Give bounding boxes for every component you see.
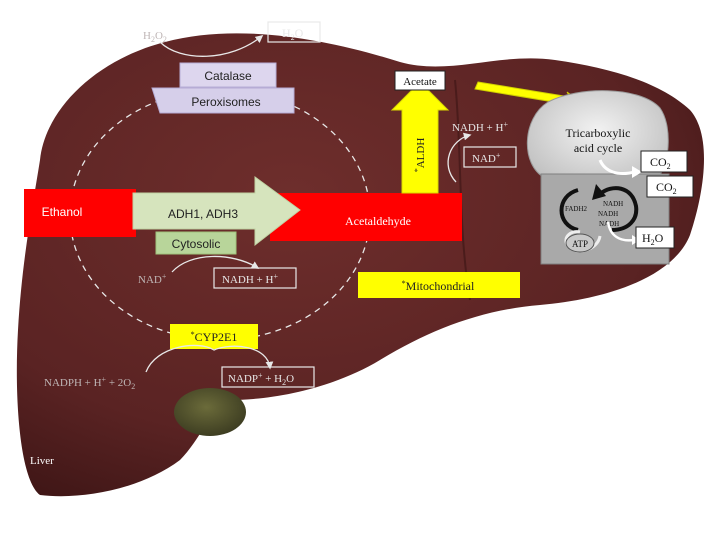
- acetaldehyde-band: [270, 193, 462, 241]
- cyp2e1-box: [170, 324, 258, 349]
- co2-label-1: CO2: [650, 155, 671, 171]
- catalase-box: [179, 62, 277, 88]
- h2o2-label: H2O2: [143, 30, 167, 44]
- nadph-label: NADPH + H+ + 2O2: [44, 375, 135, 391]
- co2-arrow-1-head: [632, 166, 642, 178]
- aldh-cofactor-arrow: [447, 132, 472, 183]
- liver-label: Liver: [30, 455, 54, 467]
- aldh-arrow: [390, 81, 450, 194]
- etc-cycle-head: [592, 184, 606, 200]
- atp-ellipse: [565, 233, 595, 253]
- etc-cycle-right: [598, 186, 639, 232]
- catalase-label: Catalase: [204, 69, 252, 83]
- nadh-label-1: NADH: [603, 200, 623, 208]
- co2-box-1: [640, 150, 688, 173]
- nadp-box: [221, 366, 315, 388]
- co2-box-2: [646, 175, 694, 198]
- cyp2e1-reaction-arrow: [145, 344, 274, 373]
- aldh-label: *ALDH: [413, 138, 427, 173]
- peroxisome-reaction-arrow: [159, 35, 264, 57]
- acetate-box: [394, 70, 446, 91]
- water-label: H2O: [642, 231, 664, 247]
- water-arrow: [606, 221, 635, 242]
- gallbladder: [174, 388, 246, 436]
- nad-aldh-label: NAD+: [472, 151, 501, 165]
- ethanol-label: Ethanol: [42, 205, 83, 219]
- atp-label: ATP: [572, 239, 588, 249]
- acetaldehyde-label: Acetaldehyde: [345, 214, 411, 228]
- ethanol-band: [24, 189, 136, 237]
- cyp2e1-label: *CYP2E1: [191, 330, 238, 344]
- nadh-cytosolic-box: [213, 267, 297, 289]
- cytosolic-box: [155, 231, 237, 255]
- fadh2-label: FADH2: [565, 205, 588, 213]
- nad-cytosolic-label: NAD+: [138, 272, 167, 286]
- h2o-label: H2O: [282, 26, 304, 42]
- cytosolic-label: Cytosolic: [172, 237, 221, 251]
- water-box: [635, 226, 675, 249]
- nadp-label: NADP+ + H2O: [228, 371, 294, 387]
- mitochondrial-label: *Mitochondrial: [402, 279, 475, 293]
- nadh-label-2: NADH: [598, 210, 618, 218]
- peroxisomes-label: Peroxisomes: [191, 95, 260, 109]
- nadh-cytosolic-label: NADH + H+: [222, 272, 278, 286]
- co2-arrow-1: [598, 159, 636, 175]
- h2o-box: [267, 21, 321, 43]
- adh-label: ADH1, ADH3: [168, 207, 238, 221]
- adh-arrow: [132, 176, 301, 247]
- co2-label-2: CO2: [656, 180, 677, 196]
- tca-label-line2: acid cycle: [574, 141, 622, 155]
- nadh-aldh-label: NADH + H+: [452, 120, 508, 134]
- mitochondrial-box: [358, 272, 520, 298]
- acetate-label: Acetate: [403, 76, 437, 88]
- nad-aldh-box: [463, 146, 517, 168]
- etc-cycle-left: [559, 188, 579, 232]
- tca-label-line1: Tricarboxylic: [566, 126, 631, 140]
- cytosolic-cofactor-arrow: [171, 255, 260, 273]
- peroxisomes-box: [151, 87, 295, 114]
